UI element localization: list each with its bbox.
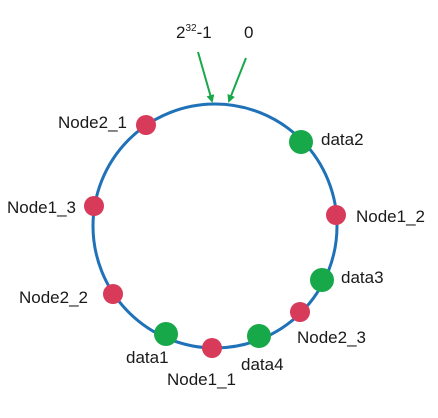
ring-zero-label: 0 — [244, 23, 253, 42]
node1-2-marker — [326, 205, 346, 225]
ring-max-base: 2 — [176, 23, 185, 42]
data4-label: data4 — [241, 355, 284, 374]
node2-1-label: Node2_1 — [58, 113, 127, 132]
data2-marker — [289, 130, 313, 154]
max-value-arrow — [197, 51, 215, 103]
node2-2-marker — [103, 284, 123, 304]
data3-marker — [310, 268, 334, 292]
node1-1-label: Node1_1 — [167, 370, 236, 389]
node2-1-marker — [136, 115, 156, 135]
ring-max-suffix: -1 — [197, 23, 212, 42]
zero-value-arrow — [227, 57, 247, 103]
ring-max-exponent: 32 — [185, 23, 197, 34]
data4-marker — [247, 324, 271, 348]
data3-label: data3 — [341, 268, 384, 287]
data2-label: data2 — [321, 130, 364, 149]
ring-max-label: 232-1 — [176, 23, 212, 42]
node1-1-marker — [202, 338, 222, 358]
node2-2-label: Node2_2 — [19, 288, 88, 307]
node2-3-marker — [290, 302, 310, 322]
data1-marker — [154, 322, 178, 346]
data1-label: data1 — [126, 348, 169, 367]
node1-3-marker — [84, 196, 104, 216]
node1-3-label: Node1_3 — [7, 198, 76, 217]
node1-2-label: Node1_2 — [356, 207, 425, 226]
node2-3-label: Node2_3 — [297, 328, 366, 347]
